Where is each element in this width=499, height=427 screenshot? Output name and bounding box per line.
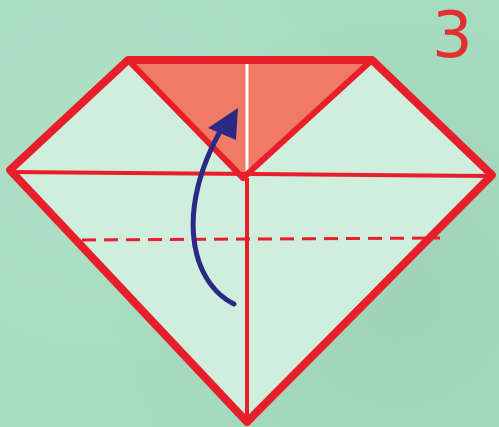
instruction-canvas: 3 xyxy=(0,0,499,427)
fold-diagram xyxy=(0,0,499,427)
